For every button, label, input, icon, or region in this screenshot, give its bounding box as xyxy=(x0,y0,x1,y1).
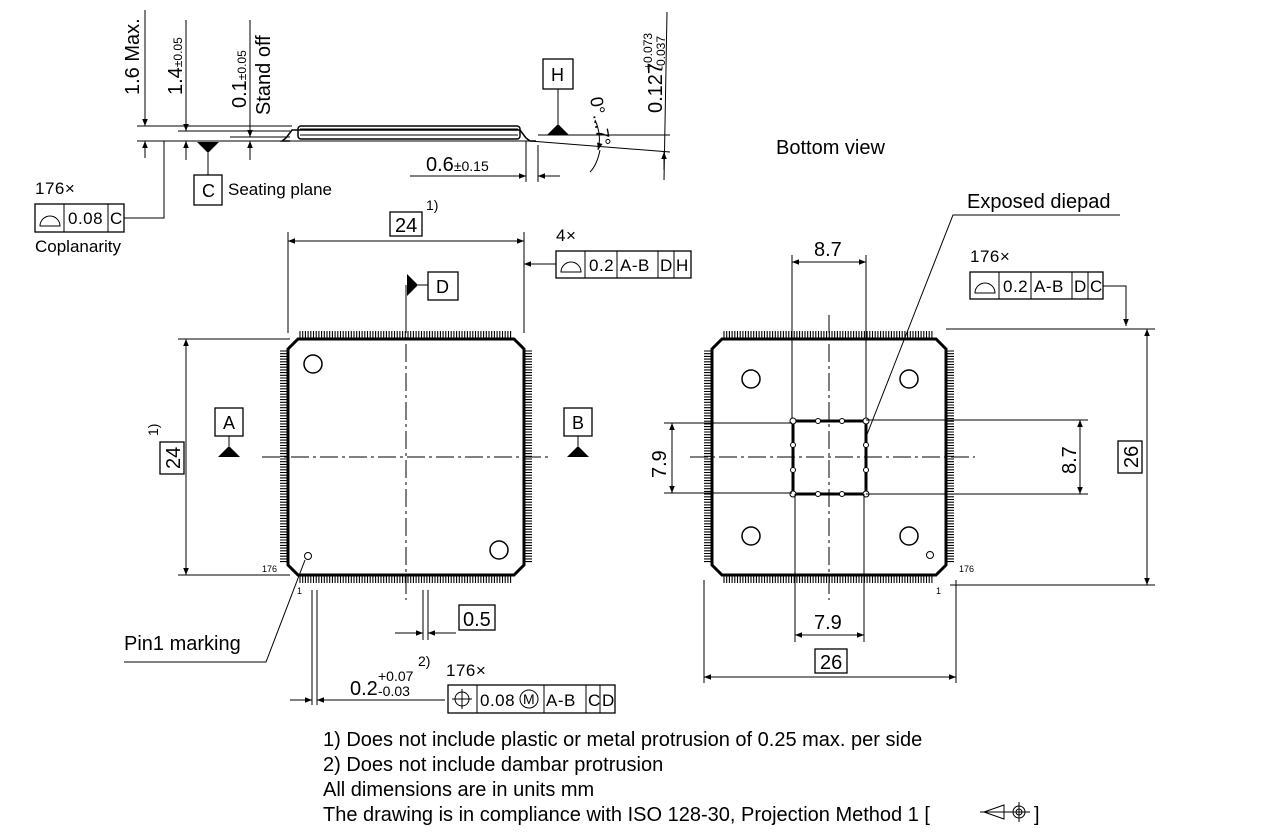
dim-lead-width-tol-plus: +0.07 xyxy=(378,668,414,684)
mmc-modifier-circle xyxy=(519,689,539,709)
dim-top-height: 24 xyxy=(163,447,185,469)
note-1: 1) Does not include plastic or metal pro… xyxy=(323,729,922,751)
profile-surface-icon xyxy=(39,215,61,227)
coplanarity-count: 176× xyxy=(35,179,75,198)
top-profile-datum-3: H xyxy=(676,256,689,275)
dim-top-width: 24 xyxy=(395,215,417,237)
dim-top-width-note: 1) xyxy=(426,197,438,213)
side-view: 1.6 Max. 1.4±0.05 0.1±0.05 Stand off C S… xyxy=(34,10,671,256)
bottom-view-title: Bottom view xyxy=(776,137,885,159)
profile-surface-icon xyxy=(560,261,582,273)
dim-lead-thickness-tol-plus: +0.073 xyxy=(641,33,655,70)
bottom-view-leads xyxy=(704,331,954,583)
dim-standoff: 0.1 xyxy=(229,80,251,108)
note-4-close-bracket: ] xyxy=(1034,804,1040,826)
bottom-mark-4 xyxy=(899,526,919,546)
dim-lead-thickness-tol-minus: -0.037 xyxy=(654,36,668,70)
coplanarity-value: 0.08 xyxy=(68,209,103,228)
dim-lead-tip-width: 26 xyxy=(820,652,842,674)
top-profile-value: 0.2 xyxy=(589,256,614,275)
dim-pad-right: 8.7 xyxy=(1059,446,1081,474)
position-tolerance-icon xyxy=(452,689,472,709)
dim-lead-width-note: 2) xyxy=(418,653,430,669)
bottom-pin-176: 176 xyxy=(959,564,974,574)
top-view-body xyxy=(286,337,526,577)
datum-a-label: A xyxy=(223,413,235,433)
datum-b-label: B xyxy=(572,413,584,433)
svg-text:0.1±0.05: 0.1±0.05 xyxy=(229,50,251,108)
bottom-view: Bottom view Exposed diepad 8.7 176× 0.2 … xyxy=(649,137,1155,683)
coplanarity-datum: C xyxy=(110,209,123,228)
pin1-marking-label: Pin1 marking xyxy=(124,633,241,655)
svg-text:0.6±0.15: 0.6±0.15 xyxy=(426,154,489,176)
position-datum-3: D xyxy=(602,691,615,710)
top-profile-datum-2: D xyxy=(660,256,673,275)
note-4: The drawing is in compliance with ISO 12… xyxy=(323,804,930,826)
bottom-mark-1 xyxy=(741,369,761,389)
svg-text:0.127: 0.127 xyxy=(645,63,667,113)
bottom-profile-datum-1: A-B xyxy=(1034,277,1064,296)
position-modifier: M xyxy=(523,691,535,707)
top-profile-datum-1: A-B xyxy=(620,256,650,275)
exposed-diepad-label: Exposed diepad xyxy=(967,191,1110,213)
dim-lead-tip-height: 26 xyxy=(1121,446,1143,468)
bottom-view-body xyxy=(710,337,948,577)
position-count: 176× xyxy=(446,661,486,680)
dim-lead-width: 0.2 xyxy=(350,678,378,700)
profile-surface-icon xyxy=(974,282,996,294)
ejector-mark-top-left xyxy=(303,354,323,374)
dim-body-thickness: 1.4 xyxy=(165,67,187,95)
svg-text:1.4±0.05: 1.4±0.05 xyxy=(165,37,187,95)
top-pin-1: 1 xyxy=(297,586,302,596)
dim-top-height-note: 1) xyxy=(145,424,161,436)
top-view: 24 1) 24 1) D A B 4× xyxy=(124,197,692,714)
dim-pad-top: 8.7 xyxy=(814,239,842,261)
lead-angle: 0°...7° xyxy=(586,95,614,147)
bottom-pin-1: 1 xyxy=(936,586,941,596)
dim-height-max: 1.6 Max. xyxy=(122,18,144,95)
ejector-mark-bottom-right xyxy=(489,540,509,560)
datum-d-label: D xyxy=(436,277,449,297)
bottom-profile-count: 176× xyxy=(970,247,1010,266)
coplanarity-label: Coplanarity xyxy=(35,237,121,256)
dim-body-thickness-tol: ±0.05 xyxy=(171,37,185,67)
datum-c-label: C xyxy=(202,181,215,201)
bottom-profile-value: 0.2 xyxy=(1003,277,1028,296)
lead-teeth xyxy=(280,331,532,583)
position-datum-1: A-B xyxy=(546,691,576,710)
bottom-pin1-dot xyxy=(926,551,934,559)
top-pin-176: 176 xyxy=(262,564,277,574)
dim-standoff-tol: ±0.05 xyxy=(235,50,249,80)
position-value: 0.08 xyxy=(480,691,515,710)
seating-plane-label: Seating plane xyxy=(228,180,332,199)
dim-lead-width-tol-minus: -0.03 xyxy=(378,683,410,699)
dim-pitch: 0.5 xyxy=(463,609,491,631)
dim-pad-left: 7.9 xyxy=(649,450,671,478)
note-2: 2) Does not include dambar protrusion xyxy=(323,754,663,776)
dim-foot-length: 0.6 xyxy=(426,154,454,176)
projection-method-icon xyxy=(980,802,1030,822)
position-datum-2: C xyxy=(588,691,601,710)
bottom-profile-datum-2: D xyxy=(1074,277,1087,296)
standoff-label: Stand off xyxy=(253,35,275,115)
bottom-mark-2 xyxy=(899,369,919,389)
datum-h-label: H xyxy=(551,65,564,85)
pin1-dot xyxy=(304,552,312,560)
dim-pad-bottom: 7.9 xyxy=(814,612,842,634)
bottom-profile-datum-3: C xyxy=(1090,277,1103,296)
note-3: All dimensions are in units mm xyxy=(323,779,594,801)
top-view-leads xyxy=(280,331,532,583)
bottom-mark-3 xyxy=(741,526,761,546)
dim-lead-thickness: 0.127 xyxy=(645,63,667,113)
notes: 1) Does not include plastic or metal pro… xyxy=(323,729,1040,826)
top-profile-count: 4× xyxy=(556,226,576,245)
lead-teeth xyxy=(704,331,954,583)
dim-foot-length-tol: ±0.15 xyxy=(454,158,489,174)
